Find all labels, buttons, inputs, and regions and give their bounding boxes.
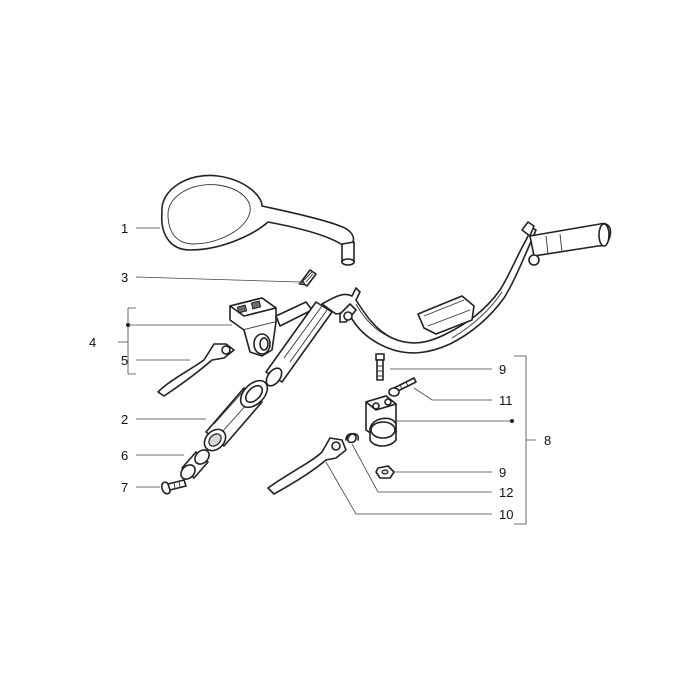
callout-7: 7 (121, 480, 128, 495)
callout-5: 5 (121, 353, 128, 368)
mirror-part (161, 174, 355, 266)
throttle-grip-part (203, 379, 269, 452)
clamp-part (365, 395, 397, 447)
bar-end-screw-part (160, 479, 187, 495)
master-cylinder-part (229, 297, 313, 357)
callout-9-lower: 9 (499, 465, 506, 480)
handlebar-part (265, 221, 612, 387)
callout-12: 12 (499, 485, 513, 500)
callout-2: 2 (121, 412, 128, 427)
bar-end-part (180, 449, 210, 480)
lever-part (267, 437, 347, 495)
callout-11: 11 (499, 393, 513, 408)
callout-4: 4 (89, 335, 96, 350)
callout-8: 8 (544, 433, 551, 448)
callout-1: 1 (121, 221, 128, 236)
leader-dots (126, 323, 514, 423)
callout-3: 3 (121, 270, 128, 285)
callout-6: 6 (121, 448, 128, 463)
callout-labels: 1 3 4 5 2 6 7 9 11 8 9 12 10 (89, 221, 551, 522)
small-lever-part (157, 343, 235, 397)
callout-9-upper: 9 (499, 362, 506, 377)
bolt-upper-part (375, 353, 385, 381)
spring-part (345, 432, 360, 444)
callout-10: 10 (499, 507, 513, 522)
leader-lines (118, 227, 536, 525)
nut-part (375, 465, 395, 479)
screw-11-part (388, 377, 417, 397)
screw-part (297, 269, 317, 287)
